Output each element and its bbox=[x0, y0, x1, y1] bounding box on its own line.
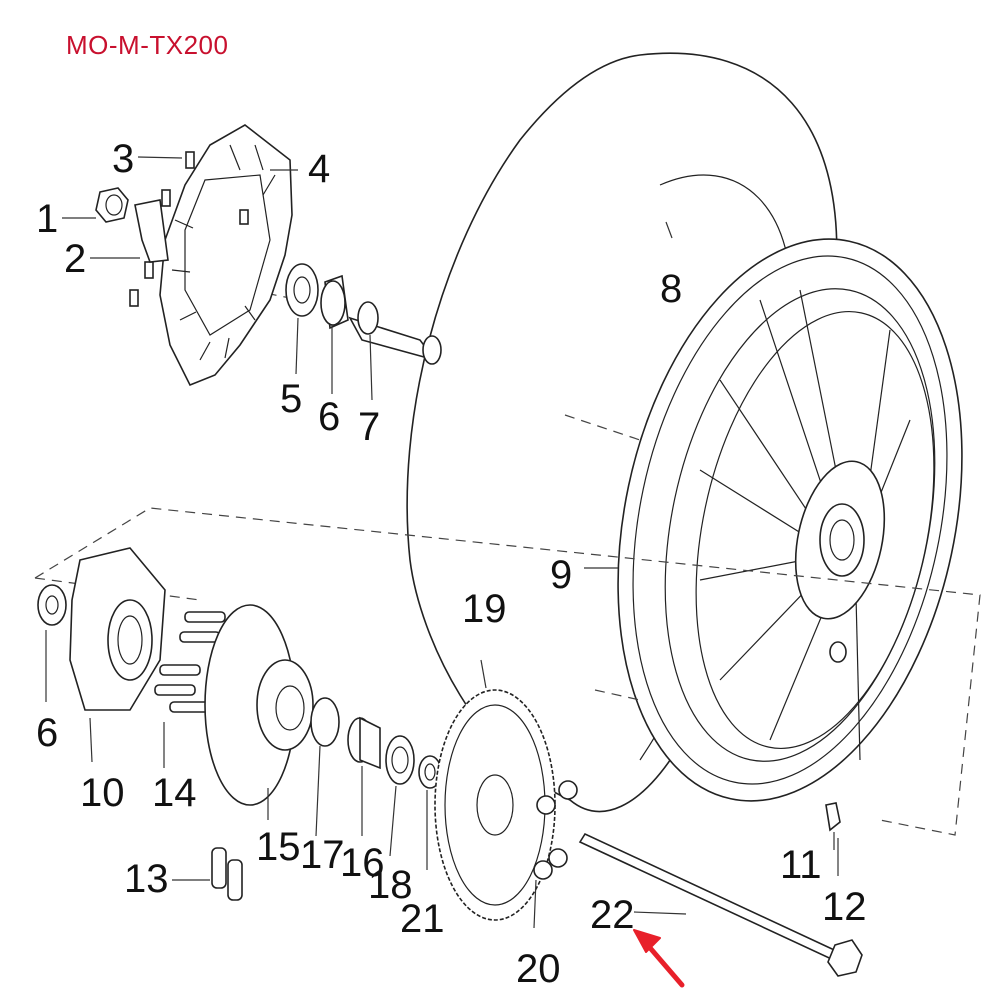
callout-15: 15 bbox=[256, 825, 301, 869]
leader-lines bbox=[45, 156, 839, 929]
sprocket-nuts bbox=[533, 780, 578, 880]
brake-disc bbox=[159, 124, 293, 387]
callout-14: 14 bbox=[152, 771, 197, 815]
callout-4: 4 bbox=[308, 147, 330, 191]
callout-11: 11 bbox=[780, 843, 822, 887]
sprocket-hub bbox=[204, 604, 314, 806]
damper-rubbers bbox=[69, 547, 166, 711]
callout-18: 18 bbox=[368, 863, 413, 907]
callout-22: 22 bbox=[590, 893, 635, 937]
callout-21: 21 bbox=[400, 897, 445, 941]
callout-10: 10 bbox=[80, 771, 125, 815]
chain-link bbox=[211, 847, 243, 901]
callout-7: 7 bbox=[358, 405, 380, 449]
callout-2: 2 bbox=[64, 237, 86, 281]
callout-8: 8 bbox=[660, 267, 682, 311]
model-code: MO-M-TX200 bbox=[66, 30, 229, 60]
callout-16: 16 bbox=[340, 841, 385, 885]
callout-17: 17 bbox=[300, 833, 345, 877]
callout-1: 1 bbox=[36, 197, 58, 241]
callout-9: 9 bbox=[550, 553, 572, 597]
callout-6-left: 6 bbox=[36, 711, 58, 755]
axle-nut bbox=[95, 187, 129, 223]
callout-20: 20 bbox=[516, 947, 561, 991]
rear-axle bbox=[578, 832, 863, 977]
callout-13: 13 bbox=[124, 857, 169, 901]
callout-6-top: 6 bbox=[318, 395, 340, 439]
callout-labels: 3 4 1 2 5 6 7 8 9 6 10 14 15 17 16 18 21… bbox=[36, 137, 867, 991]
assembly-outline-lower bbox=[34, 507, 981, 836]
callout-3: 3 bbox=[112, 137, 134, 181]
caliper-bracket bbox=[134, 199, 169, 263]
callout-12: 12 bbox=[822, 885, 867, 929]
tire-valve bbox=[825, 802, 841, 832]
hub-bearings bbox=[310, 697, 442, 789]
callout-19: 19 bbox=[462, 587, 507, 631]
callout-5: 5 bbox=[280, 377, 302, 421]
disc-bolts bbox=[129, 151, 249, 307]
wheel-rim bbox=[617, 238, 963, 802]
spacer-left bbox=[37, 584, 67, 626]
bearing-spacer-set bbox=[285, 263, 442, 365]
red-arrow-icon bbox=[633, 929, 685, 988]
